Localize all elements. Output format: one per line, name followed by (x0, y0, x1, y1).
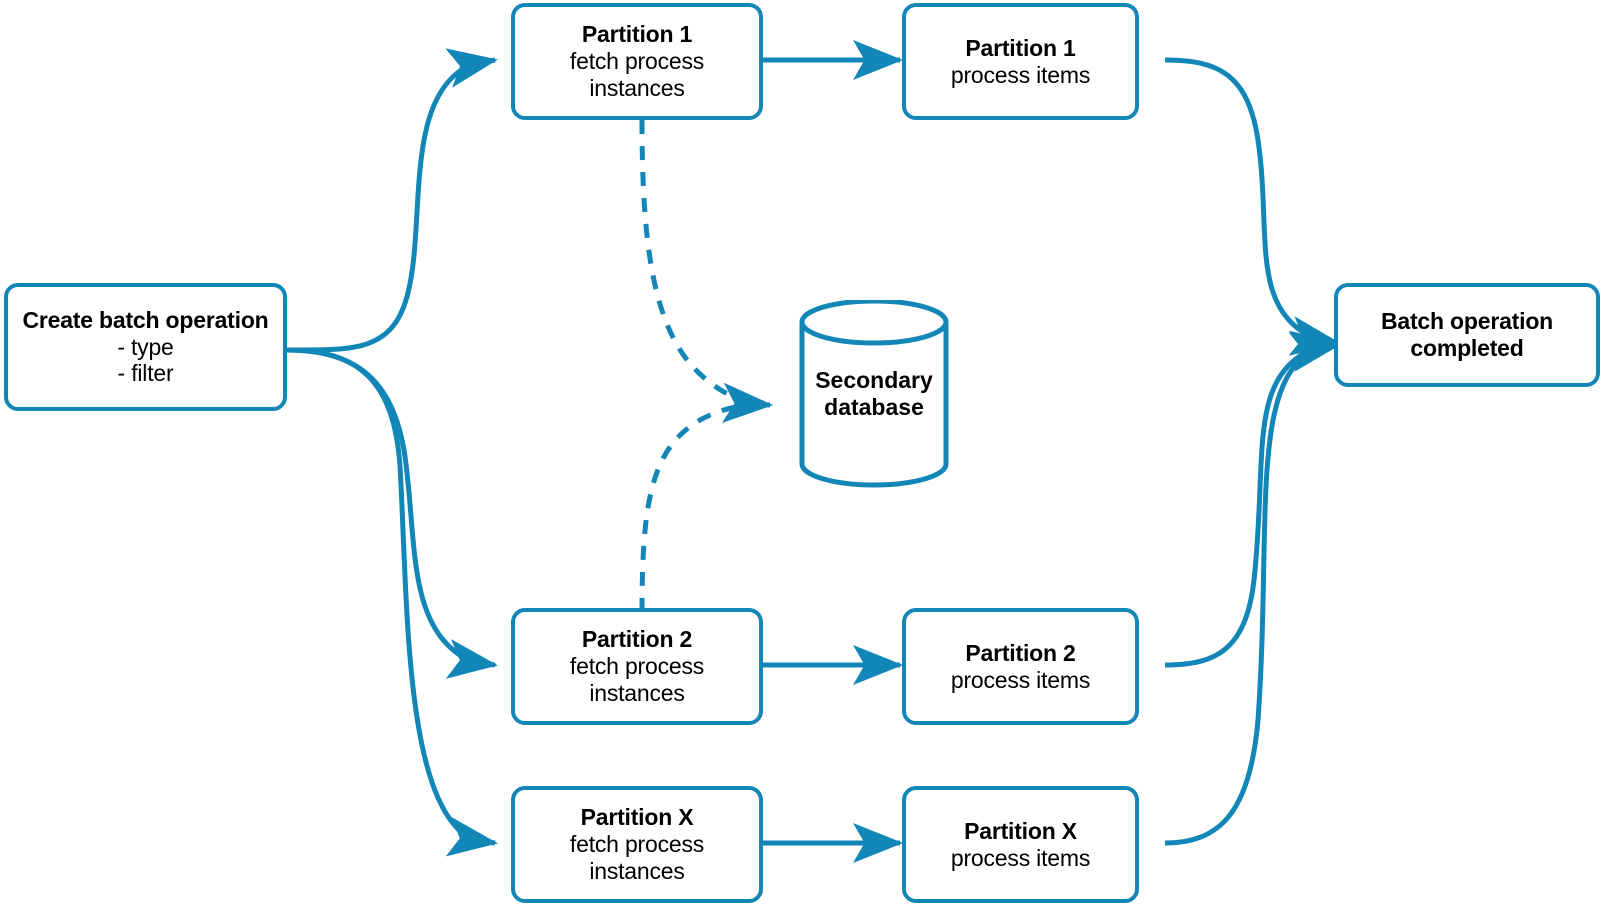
node-partition-2-process[interactable]: Partition 2 process items (902, 608, 1139, 725)
node-create-batch-operation[interactable]: Create batch operation - type - filter (4, 283, 287, 411)
edge-start-to-fetch-2 (286, 347, 498, 679)
node-partition-2-fetch-title: Partition 2 (581, 626, 693, 653)
edge-start-to-fetch-1 (286, 48, 498, 353)
node-partition-1-fetch-title: Partition 1 (581, 21, 693, 48)
node-partition-x-process[interactable]: Partition X process items (902, 786, 1139, 903)
node-partition-x-fetch-line2: fetch process (569, 831, 705, 858)
node-partition-x-process-title: Partition X (964, 817, 1077, 844)
node-partition-1-process-line2: process items (950, 61, 1091, 88)
node-secondary-database-title: Secondary (815, 366, 933, 393)
node-partition-2-fetch[interactable]: Partition 2 fetch process instances (511, 608, 763, 725)
node-secondary-database[interactable]: Secondary database (778, 300, 970, 488)
node-partition-2-process-line2: process items (950, 666, 1091, 693)
node-partition-1-fetch-line3: instances (589, 74, 685, 101)
node-partition-1-process-title: Partition 1 (965, 34, 1076, 61)
node-partition-x-fetch-line3: instances (589, 857, 685, 884)
edge-fetch-1-to-database (639, 119, 773, 423)
database-cylinder-icon (799, 300, 949, 488)
node-partition-2-process-title: Partition 2 (965, 639, 1076, 666)
node-partition-1-fetch[interactable]: Partition 1 fetch process instances (511, 3, 763, 120)
edge-fetch-2-to-database (639, 382, 773, 613)
node-create-batch-operation-title: Create batch operation (22, 306, 269, 333)
edge-process-2-to-end (1164, 330, 1341, 668)
edge-start-to-fetch-x (286, 347, 498, 857)
node-secondary-database-line2: database (824, 394, 924, 420)
edge-process-x-to-end (1164, 332, 1341, 846)
node-partition-2-fetch-line3: instances (589, 679, 685, 706)
node-batch-operation-completed[interactable]: Batch operation completed (1334, 283, 1600, 387)
node-partition-x-process-line2: process items (950, 844, 1091, 871)
edge-process-1-to-end (1164, 57, 1341, 356)
node-partition-x-fetch-title: Partition X (580, 804, 694, 831)
node-batch-operation-completed-title: Batch operation (1380, 308, 1554, 335)
node-create-batch-operation-line2: - type (117, 333, 174, 360)
node-partition-x-fetch[interactable]: Partition X fetch process instances (511, 786, 763, 903)
node-partition-2-fetch-line2: fetch process (569, 653, 705, 680)
node-create-batch-operation-line3: - filter (117, 360, 174, 387)
node-partition-1-fetch-line2: fetch process (569, 48, 705, 75)
node-batch-operation-completed-line2: completed (1410, 335, 1524, 361)
node-partition-1-process[interactable]: Partition 1 process items (902, 3, 1139, 120)
